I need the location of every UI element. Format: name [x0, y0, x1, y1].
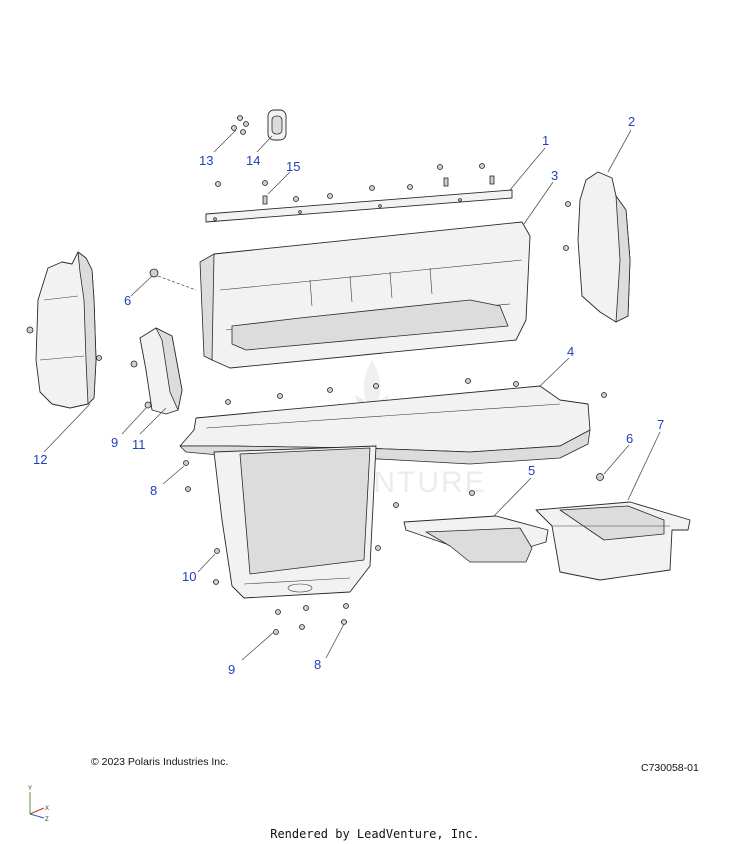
callout-9-lower[interactable]: 9 [228, 662, 235, 677]
callout-3[interactable]: 3 [551, 168, 558, 183]
fastener-right-bin [375, 545, 381, 551]
part-6-clip-lower[interactable] [596, 473, 604, 481]
callout-12[interactable]: 12 [33, 452, 47, 467]
part-15-bolts[interactable] [215, 163, 495, 205]
copyright-text: © 2023 Polaris Industries Inc. [91, 756, 229, 768]
leader-lines [43, 129, 661, 661]
callout-9-upper[interactable]: 9 [111, 435, 118, 450]
fastener-8-left [183, 460, 189, 466]
fastener-bottom-bin [273, 603, 349, 635]
part-1-trim-strip[interactable] [205, 189, 513, 223]
callout-5[interactable]: 5 [528, 463, 535, 478]
callout-11[interactable]: 11 [132, 437, 146, 452]
fastener-10b [213, 579, 219, 585]
fastener-12b [96, 355, 102, 361]
callout-7[interactable]: 7 [657, 417, 664, 432]
part-5-tray[interactable] [403, 515, 549, 563]
fastener-10 [214, 548, 220, 554]
axis-z-label: Z [45, 817, 49, 823]
fastener-9-upper [130, 360, 138, 368]
fastener-5 [469, 490, 475, 496]
callout-6-lower[interactable]: 6 [626, 431, 633, 446]
callout-6-upper[interactable]: 6 [124, 293, 131, 308]
callout-13[interactable]: 13 [199, 153, 213, 168]
callout-1[interactable]: 1 [542, 133, 549, 148]
fastener-2b [563, 245, 569, 251]
fastener-5b [393, 502, 399, 508]
part-13-nuts[interactable] [231, 115, 249, 135]
callout-2[interactable]: 2 [628, 114, 635, 129]
rendered-by-text: Rendered by LeadVenture, Inc. [270, 827, 480, 841]
fastener-2a [565, 201, 571, 207]
part-2-right-side-panel[interactable] [577, 171, 631, 323]
fastener-12a [26, 326, 34, 334]
callout-15[interactable]: 15 [286, 159, 300, 174]
callout-8-upper[interactable]: 8 [150, 483, 157, 498]
axis-y-label: Y [28, 786, 32, 792]
drawing-id: C730058-01 [641, 762, 699, 774]
part-6-nut-upper[interactable] [149, 268, 159, 278]
axis-x-label: X [45, 806, 49, 812]
part-12-left-side-panel[interactable] [35, 251, 97, 409]
part-4-bolts [225, 378, 607, 405]
callout-10[interactable]: 10 [182, 569, 196, 584]
part-4-storage-bin[interactable] [213, 445, 377, 599]
part-11-foam-pad[interactable] [139, 327, 183, 415]
part-14-grommet[interactable] [267, 109, 287, 141]
callout-numbers: 1 2 3 4 5 6 6 7 8 8 9 9 10 11 12 13 14 1… [33, 114, 664, 677]
callout-4[interactable]: 4 [567, 344, 574, 359]
callout-14[interactable]: 14 [246, 153, 260, 168]
axis-triad-icon: Y X Z [28, 786, 49, 823]
callout-8-lower[interactable]: 8 [314, 657, 321, 672]
part-3-rear-panel[interactable] [199, 221, 531, 369]
part-7-storage-bin[interactable] [535, 501, 691, 581]
fastener-8-mid [185, 486, 191, 492]
fastener-9-lower [144, 401, 152, 409]
